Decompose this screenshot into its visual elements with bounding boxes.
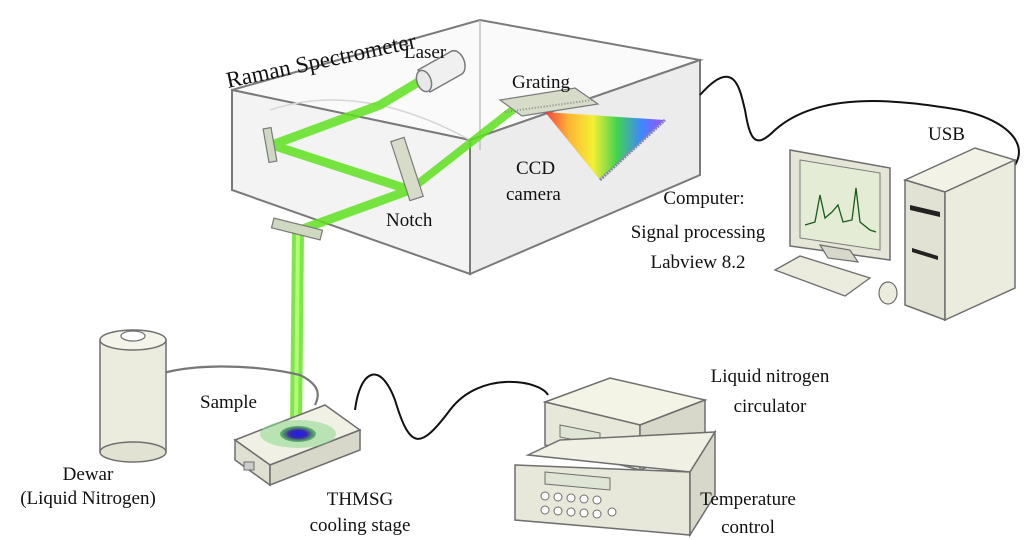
label-notch: Notch: [386, 210, 433, 231]
label-temp-line2: control: [721, 517, 775, 538]
notch-filter: [390, 136, 424, 202]
label-ln-line1: Liquid nitrogen: [711, 366, 830, 387]
label-ccd-line1: CCD: [516, 158, 555, 179]
computer-monitor: [789, 149, 891, 263]
label-grating: Grating: [512, 72, 571, 93]
label-laser: Laser: [404, 42, 447, 63]
label-dewar-line2: (Liquid Nitrogen): [20, 488, 156, 509]
mouse: [878, 281, 898, 305]
label-sample: Sample: [200, 392, 257, 413]
dewar: [99, 329, 167, 463]
label-usb: USB: [928, 124, 965, 145]
keyboard: [773, 255, 872, 297]
label-thmsg-line2: cooling stage: [310, 515, 411, 536]
laser-cylinder: [415, 49, 466, 94]
mirror-left: [262, 126, 278, 164]
label-dewar-line1: Dewar: [63, 464, 114, 485]
diffracted-spectrum: [545, 112, 665, 180]
label-computer-line3: Labview 8.2: [651, 252, 746, 273]
computer-tower: [902, 147, 1018, 322]
grating: [498, 87, 600, 117]
label-computer-line1: Computer:: [663, 188, 744, 209]
usb-cable: [699, 75, 1020, 166]
label-ccd-line2: camera: [506, 184, 561, 205]
mirror-bottom: [270, 217, 324, 241]
stage-cable: [354, 373, 549, 440]
thmsg-stage: [233, 404, 362, 487]
label-thmsg-line1: THMSG: [327, 489, 394, 510]
label-temp-line1: Temperature: [700, 489, 796, 510]
nitrogen-hose: [139, 365, 319, 406]
label-ln-line2: circulator: [734, 396, 807, 417]
label-computer-line2: Signal processing: [631, 222, 766, 243]
ccd-sensor: [598, 118, 667, 182]
temperature-controller: [514, 429, 717, 538]
